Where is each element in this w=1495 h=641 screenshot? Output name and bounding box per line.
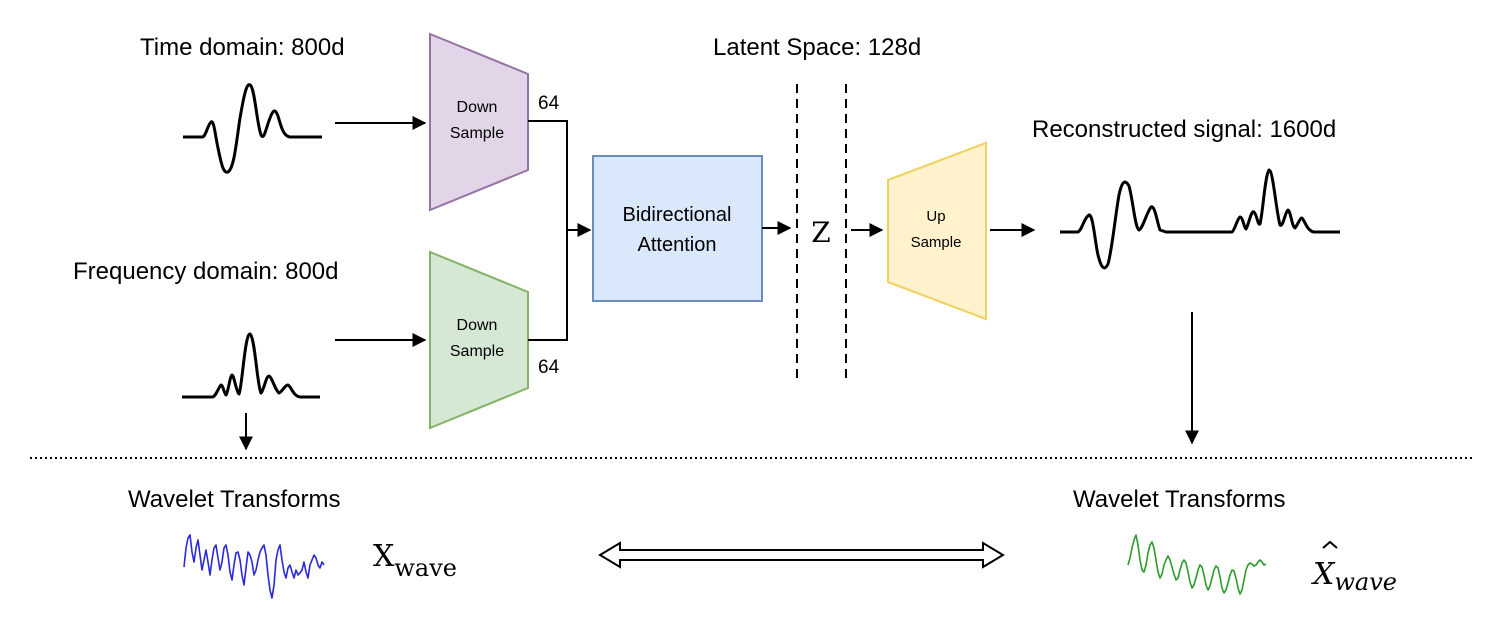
comparison-double-arrow xyxy=(598,541,1005,569)
x-hat-wave-base: X xyxy=(1311,557,1336,592)
wavelet-signal-green xyxy=(1127,534,1267,595)
x-wave-base: X xyxy=(373,539,395,574)
x-wave-subscript: wave xyxy=(394,554,457,582)
upsample-label-1: Up xyxy=(926,208,945,225)
wavelet-transforms-right-label: Wavelet Transforms xyxy=(1073,486,1286,513)
reconstructed-signal-label: Reconstructed signal: 1600d xyxy=(1032,116,1336,143)
downsample-top-label-2: Sample xyxy=(450,125,504,142)
merge-connector xyxy=(528,120,568,341)
time-domain-label: Time domain: 800d xyxy=(140,34,345,61)
downsample-bottom-label-2: Sample xyxy=(450,343,504,360)
x-wave-math: Xwave xyxy=(373,539,457,582)
dim-bottom-label: 64 xyxy=(538,357,560,378)
frequency-signal-waveform xyxy=(182,332,320,399)
x-hat-accent xyxy=(1322,540,1338,549)
frequency-domain-label: Frequency domain: 800d xyxy=(73,258,339,285)
x-hat-wave-math: Xwave xyxy=(1311,557,1397,596)
upsample-label-2: Sample xyxy=(911,234,962,251)
reconstructed-signal-waveform xyxy=(1060,168,1340,270)
dim-top-label: 64 xyxy=(538,93,560,114)
downsample-bottom-block xyxy=(429,250,529,430)
latent-space-label: Latent Space: 128d xyxy=(713,34,921,61)
bidirectional-attention-block xyxy=(592,155,763,302)
latent-z-symbol: Z xyxy=(811,216,830,249)
downsample-bottom-label-1: Down xyxy=(457,317,498,334)
wavelet-signal-blue xyxy=(183,534,325,599)
upsample-block xyxy=(887,141,987,321)
time-signal-waveform xyxy=(183,83,322,174)
attention-label-2: Attention xyxy=(638,234,717,256)
x-hat-wave-subscript: wave xyxy=(1334,568,1397,596)
wavelet-transforms-left-label: Wavelet Transforms xyxy=(128,486,341,513)
downsample-top-block xyxy=(429,32,529,212)
downsample-top-label-1: Down xyxy=(457,99,498,116)
attention-label-1: Bidirectional xyxy=(623,204,732,226)
